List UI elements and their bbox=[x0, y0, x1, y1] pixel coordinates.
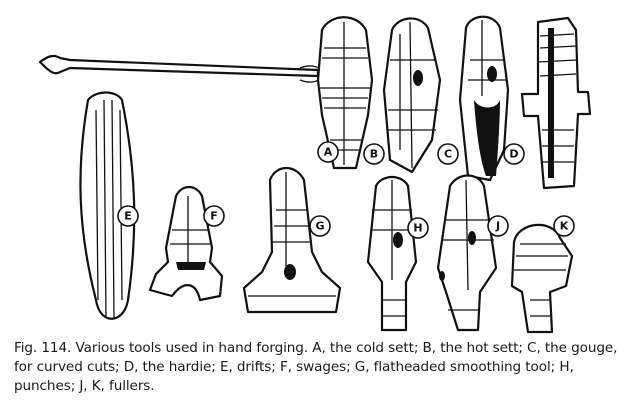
tool-e-drift bbox=[79, 91, 136, 320]
label-h: H bbox=[407, 217, 429, 239]
figure-caption: Fig. 114. Various tools used in hand for… bbox=[14, 340, 618, 394]
tool-j-fuller bbox=[436, 174, 498, 332]
label-f: F bbox=[203, 205, 225, 227]
svg-text:K: K bbox=[560, 220, 569, 233]
svg-text:A: A bbox=[324, 146, 333, 159]
svg-text:D: D bbox=[509, 148, 518, 161]
svg-text:E: E bbox=[124, 210, 132, 223]
tool-c-gouge bbox=[458, 15, 510, 182]
tool-d-hardie bbox=[520, 16, 592, 190]
tool-b-hot-sett bbox=[382, 17, 442, 174]
svg-text:C: C bbox=[444, 148, 452, 161]
label-a: A bbox=[317, 141, 339, 163]
tool-h-punch bbox=[366, 175, 418, 332]
svg-text:J: J bbox=[495, 220, 500, 233]
tool-a-cold-sett bbox=[38, 16, 374, 170]
label-j: J bbox=[487, 215, 509, 237]
svg-text:H: H bbox=[413, 222, 422, 235]
label-c: C bbox=[437, 143, 459, 165]
label-k: K bbox=[553, 215, 575, 237]
tool-f-swage bbox=[148, 185, 224, 302]
label-e: E bbox=[117, 205, 139, 227]
svg-text:F: F bbox=[210, 210, 218, 223]
label-b: B bbox=[363, 143, 385, 165]
svg-text:G: G bbox=[315, 220, 324, 233]
label-d: D bbox=[503, 143, 525, 165]
tool-k-fuller bbox=[510, 223, 574, 334]
svg-text:B: B bbox=[370, 148, 378, 161]
tool-g-smoothing bbox=[242, 166, 342, 314]
label-g: G bbox=[309, 215, 331, 237]
handle-rod bbox=[38, 54, 320, 78]
